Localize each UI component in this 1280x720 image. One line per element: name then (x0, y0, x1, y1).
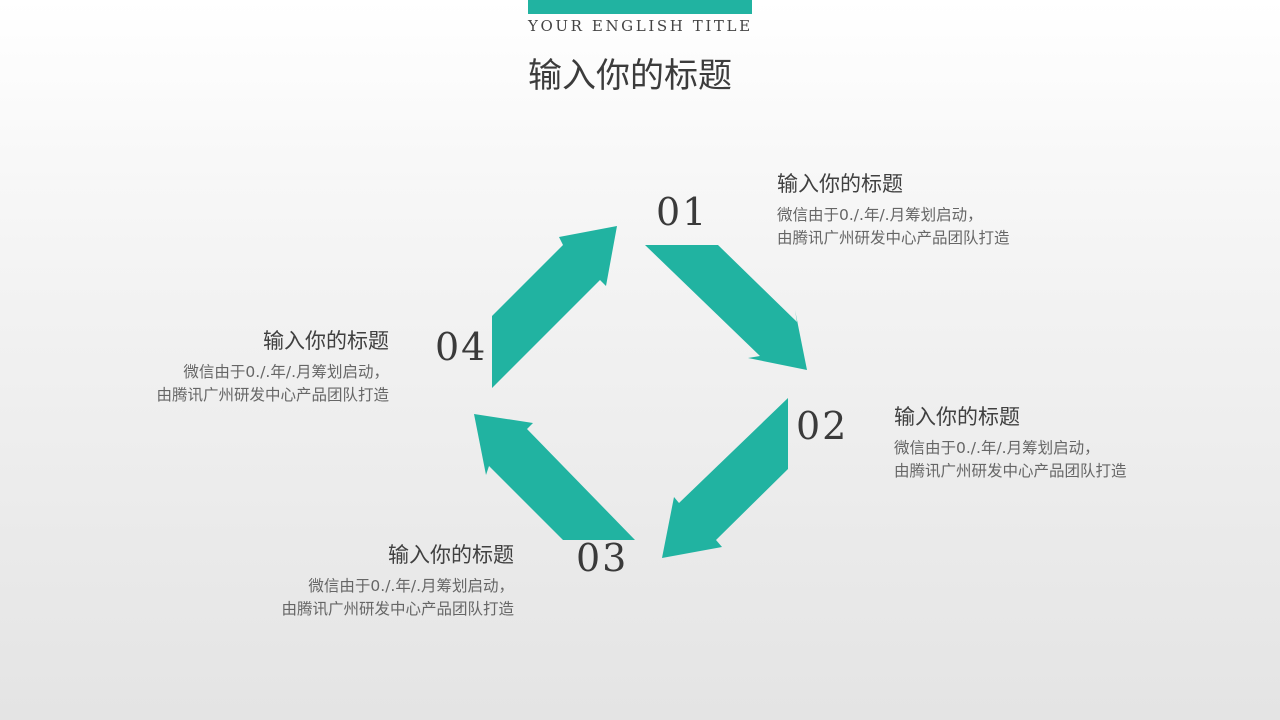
step-desc-line1: 微信由于0./.年/.月筹划启动， (894, 439, 1100, 457)
step-desc-line2: 由腾讯广州研发中心产品团队打造 (156, 386, 389, 404)
accent-bar (528, 0, 752, 14)
step-desc-line2: 由腾讯广州研发中心产品团队打造 (894, 462, 1127, 480)
step-02-text: 输入你的标题 微信由于0./.年/.月筹划启动， 由腾讯广州研发中心产品团队打造 (894, 401, 1194, 483)
step-04-text: 输入你的标题 微信由于0./.年/.月筹划启动， 由腾讯广州研发中心产品团队打造 (89, 325, 389, 407)
step-01-text: 输入你的标题 微信由于0./.年/.月筹划启动， 由腾讯广州研发中心产品团队打造 (777, 168, 1077, 250)
arrow-02-to-03-icon (662, 398, 788, 558)
step-desc-line2: 由腾讯广州研发中心产品团队打造 (777, 229, 1010, 247)
step-desc-line2: 由腾讯广州研发中心产品团队打造 (281, 600, 514, 618)
arrow-04-to-01-icon (492, 226, 617, 388)
step-number-01: 01 (656, 190, 709, 234)
arrow-01-to-02-icon (645, 245, 807, 370)
step-desc-line1: 微信由于0./.年/.月筹划启动， (777, 206, 983, 224)
page-title: 输入你的标题 (528, 56, 732, 96)
step-03-text: 输入你的标题 微信由于0./.年/.月筹划启动， 由腾讯广州研发中心产品团队打造 (214, 539, 514, 621)
step-title: 输入你的标题 (263, 329, 389, 353)
english-title: YOUR ENGLISH TITLE (528, 17, 753, 35)
arrow-03-to-04-icon (474, 414, 635, 540)
step-title: 输入你的标题 (894, 405, 1020, 429)
step-number-03: 03 (576, 536, 629, 580)
step-number-02: 02 (796, 404, 849, 448)
step-number-04: 04 (435, 325, 488, 369)
step-title: 输入你的标题 (388, 543, 514, 567)
step-desc-line1: 微信由于0./.年/.月筹划启动， (183, 363, 389, 381)
step-title: 输入你的标题 (777, 172, 903, 196)
step-desc-line1: 微信由于0./.年/.月筹划启动， (308, 577, 514, 595)
